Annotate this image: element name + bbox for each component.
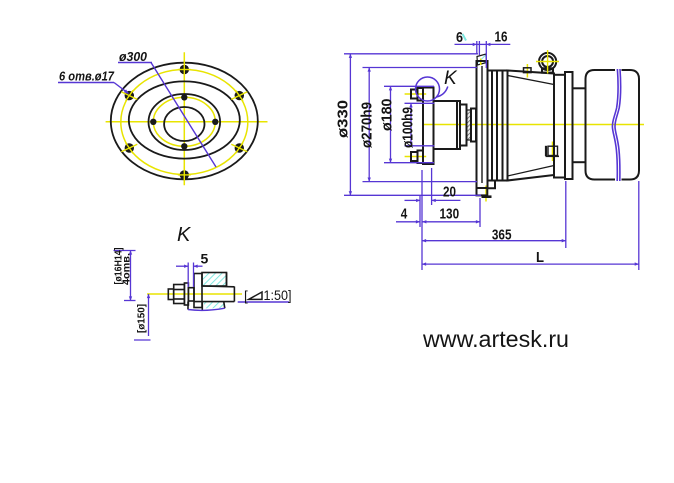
svg-text:K: K xyxy=(444,68,458,89)
svg-text:[ø16H14]: [ø16H14] xyxy=(113,248,125,285)
svg-text:ø100h9: ø100h9 xyxy=(400,107,417,148)
svg-text:[: [ xyxy=(244,289,248,304)
svg-text:[ø150]: [ø150] xyxy=(136,304,148,333)
svg-text:ø300: ø300 xyxy=(119,50,147,64)
svg-text:6: 6 xyxy=(456,29,463,46)
svg-text:130: 130 xyxy=(440,206,460,223)
svg-text:www.artesk.ru: www.artesk.ru xyxy=(422,326,569,352)
svg-text:6 omв.ø17: 6 omв.ø17 xyxy=(59,70,115,84)
svg-text:5: 5 xyxy=(201,251,209,267)
svg-text:1:50]: 1:50] xyxy=(264,288,292,303)
svg-text:ø270h9: ø270h9 xyxy=(359,102,376,148)
svg-text:L: L xyxy=(536,249,544,266)
svg-text:4omв.: 4omв. xyxy=(121,253,133,285)
svg-text:ø330: ø330 xyxy=(335,100,352,138)
svg-text:4: 4 xyxy=(401,206,408,223)
svg-text:365: 365 xyxy=(492,226,512,243)
svg-text:20: 20 xyxy=(443,184,456,201)
svg-text:16: 16 xyxy=(495,29,508,46)
svg-text:ø180: ø180 xyxy=(379,99,396,132)
svg-text:K: K xyxy=(177,224,192,246)
